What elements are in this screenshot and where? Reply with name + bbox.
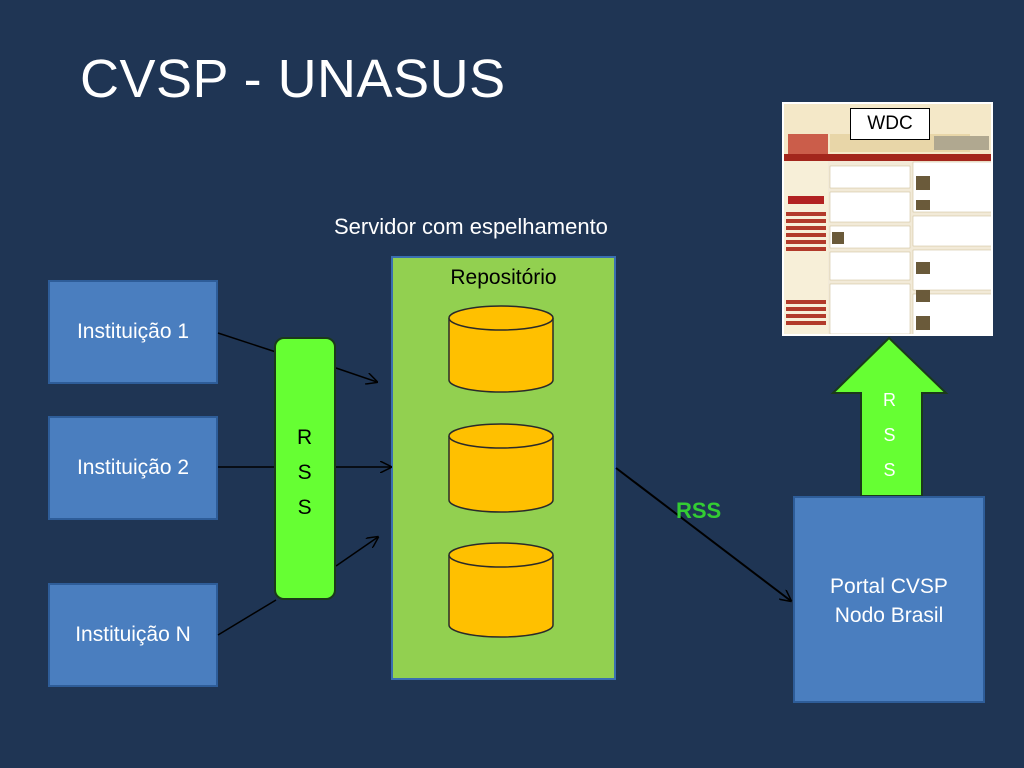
server-caption: Servidor com espelhamento (334, 214, 608, 239)
instn-to-rss-line (217, 599, 277, 636)
wdc-website-thumbnail: WDC (782, 102, 993, 336)
repository-label: Repositório (450, 266, 557, 289)
portal-line-1: Portal CVSP (830, 575, 948, 598)
rss-to-repo-arrow-3 (335, 537, 378, 567)
rss-to-repo-arrow-1 (335, 367, 377, 382)
wdc-label: WDC (850, 108, 930, 140)
rss-arrow-letter-r: R (883, 390, 896, 410)
repo-to-portal-arrow (615, 467, 791, 601)
rss-link-label: RSS (676, 498, 722, 523)
institution-1-box: Instituição 1 (48, 280, 218, 384)
institution-2-box: Instituição 2 (48, 416, 218, 520)
slide-title: CVSP - UNASUS (80, 49, 506, 109)
rss-bar-letter-s1: S (297, 461, 312, 484)
institution-1-label: Instituição 1 (76, 319, 190, 343)
database-cylinder-1 (448, 305, 554, 393)
institution-n-label: Instituição N (75, 622, 191, 646)
rss-bar-letter-s2: S (297, 496, 312, 519)
rss-arrow-letter-s2: S (883, 460, 896, 480)
rss-arrow-letters: R S S (883, 383, 896, 488)
database-cylinder-2 (448, 423, 554, 513)
institution-n-box: Instituição N (48, 583, 218, 687)
portal-box: Portal CVSP Nodo Brasil (793, 496, 985, 703)
institution-2-label: Instituição 2 (76, 455, 190, 479)
rss-arrow-letter-s1: S (883, 425, 896, 445)
inst1-to-rss-line (217, 332, 277, 353)
rss-aggregator-bar (274, 337, 336, 600)
database-cylinder-3 (448, 542, 554, 638)
portal-line-2: Nodo Brasil (834, 604, 944, 628)
rss-bar-letter-r: R (297, 426, 313, 449)
website-screenshot-image (784, 104, 991, 334)
rss-bar-letters: R S S (297, 420, 312, 525)
